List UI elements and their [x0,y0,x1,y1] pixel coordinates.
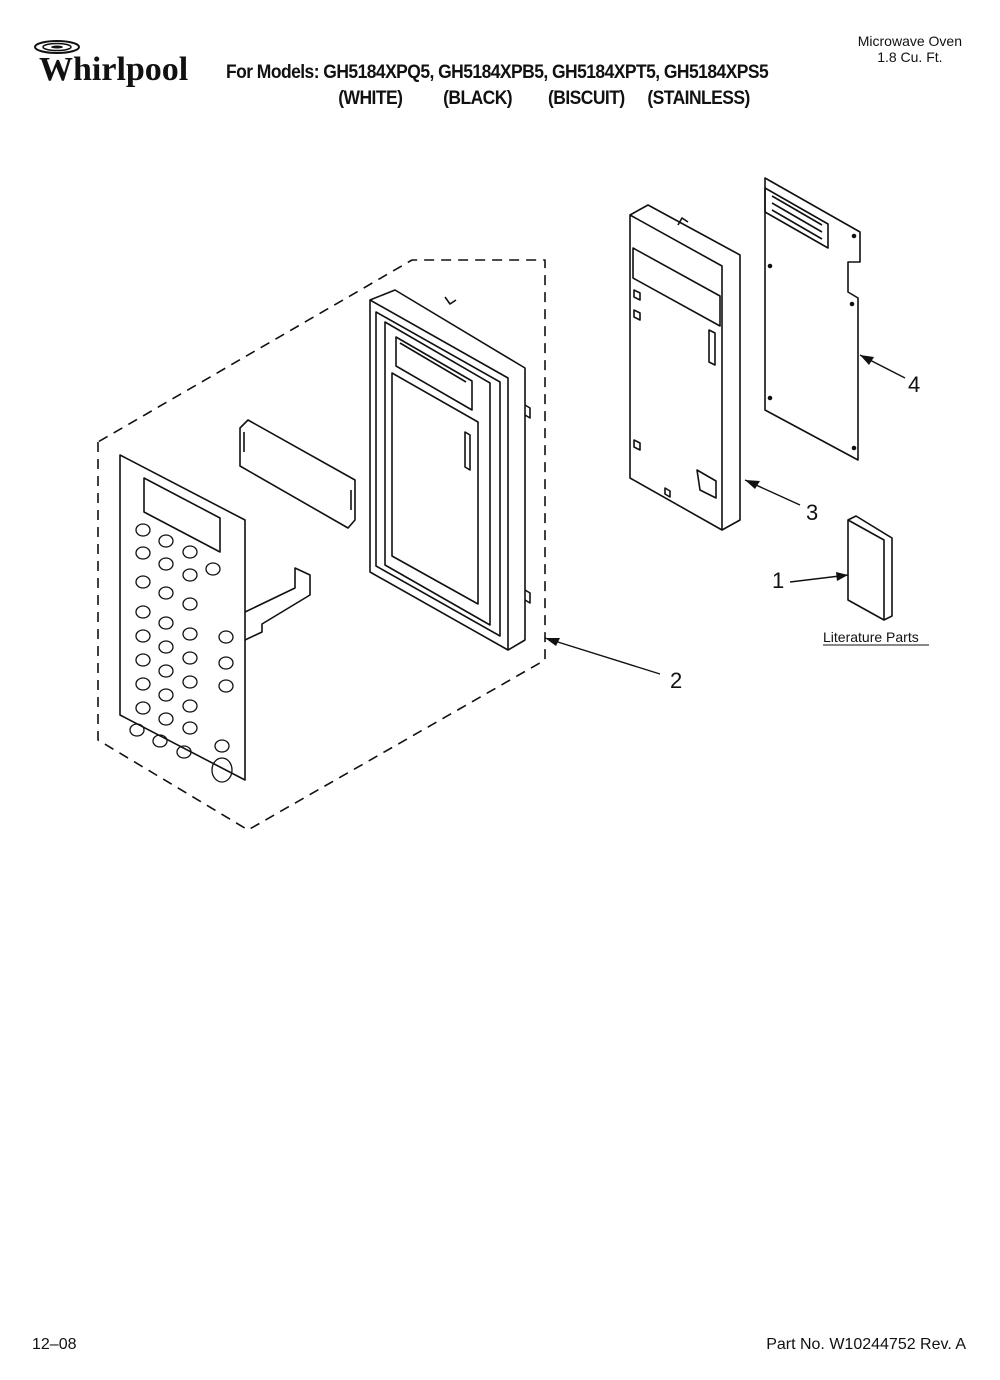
literature-parts-label: Literature Parts [823,629,919,645]
literature-parts-booklet [847,515,893,621]
product-info: Microwave Oven 1.8 Cu. Ft. [858,33,962,65]
color-black: (BLACK) [443,88,513,109]
models-line: For Models: GH5184XPQ5, GH5184XPB5, GH51… [226,62,769,83]
brand-wordmark: Whirlpool [39,51,188,88]
part-number: Part No. W10244752 Rev. A [766,1336,966,1353]
revision-date: 12–08 [32,1336,77,1353]
product-name: Microwave Oven [857,33,962,49]
keypad-membrane [119,454,311,781]
display-window-piece [239,419,356,529]
callout-3: 3 [806,500,818,525]
color-white: (WHITE) [338,88,403,109]
control-panel-bracket [629,204,741,531]
color-stainless: (STAINLESS) [647,88,750,109]
callout-2: 2 [670,668,682,693]
callout-4: 4 [908,372,920,397]
whirlpool-logo: Whirlpool [34,40,188,88]
color-biscuit: (BISCUIT) [548,88,625,109]
leader-arrowheads [545,355,874,646]
assembly-dashed-outline [97,259,546,831]
control-panel-frame [369,289,531,651]
control-board [764,177,861,461]
callout-1: 1 [772,568,784,593]
keypad-buttons [129,523,234,783]
product-capacity: 1.8 Cu. Ft. [877,49,943,65]
